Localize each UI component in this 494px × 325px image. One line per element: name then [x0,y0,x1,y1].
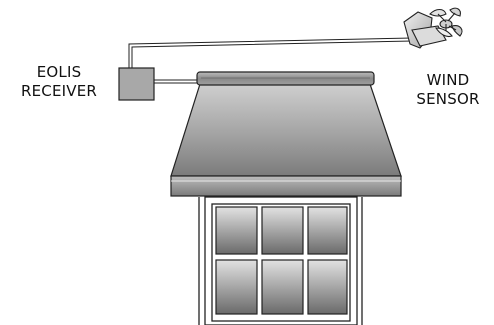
sensor-label-line2: SENSOR [416,90,480,108]
wind-sensor-icon [403,7,463,49]
receiver-label: EOLIS RECEIVER [6,63,112,101]
sensor-cable [128,37,414,68]
window-panes [215,206,348,315]
receiver-label-line1: EOLIS [36,63,82,81]
awning-roller [196,71,375,86]
receiver-box [118,67,155,101]
receiver-label-line2: RECEIVER [20,82,98,100]
sensor-label-line1: WIND [426,71,470,89]
awning-canopy [170,83,402,177]
awning-cable [154,79,201,84]
sensor-label: WIND SENSOR [403,71,493,109]
awning-valance [170,175,402,197]
